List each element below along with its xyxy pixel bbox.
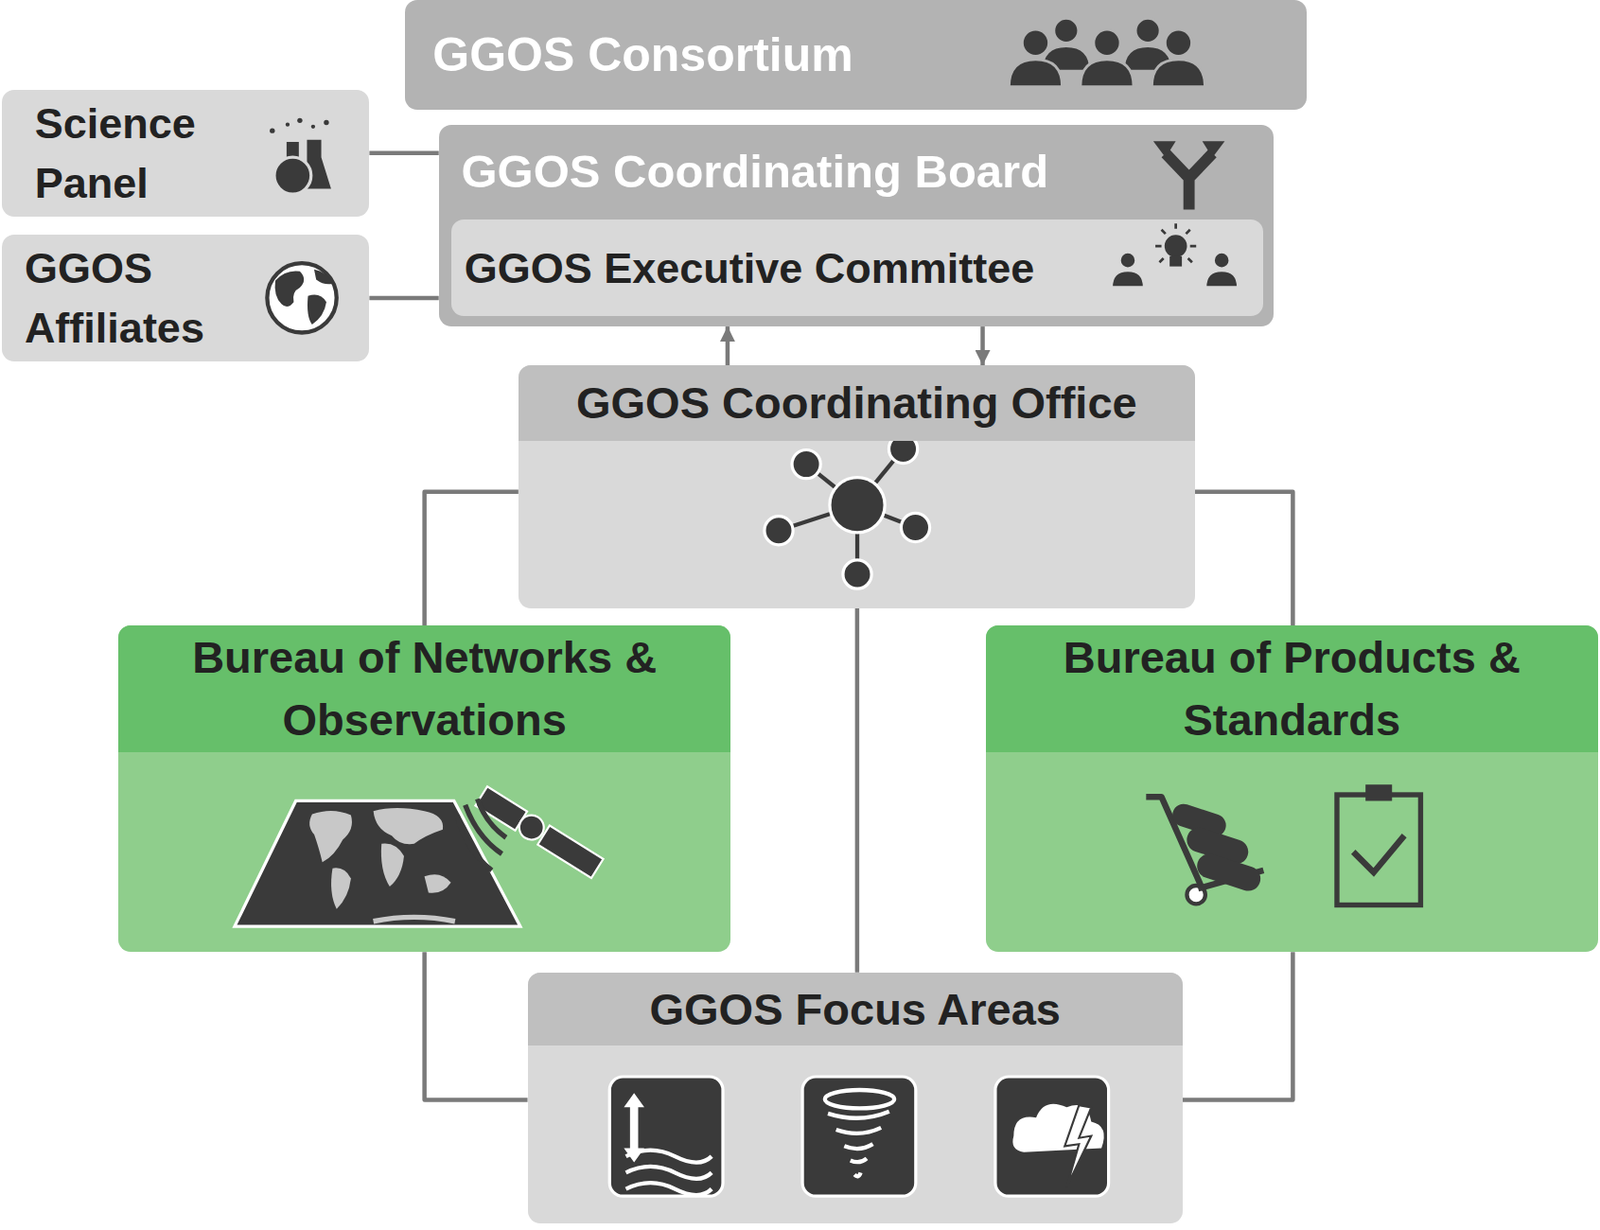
icon-shape (311, 124, 316, 129)
icon-shape (1169, 256, 1182, 267)
header-band: GGOS Focus Areas (527, 972, 1183, 1047)
icon-shape (457, 815, 493, 871)
connector (1195, 492, 1294, 626)
icon-shape (1365, 784, 1392, 801)
icon-shape (1165, 29, 1193, 56)
icon-shape (331, 867, 352, 909)
icon-shape (1152, 59, 1206, 88)
committee-box: GGOS Executive Committee (451, 219, 1264, 317)
icon-shape (274, 157, 312, 194)
box-label: GGOS Affiliates (24, 238, 247, 358)
icon-shape (1110, 270, 1144, 288)
focus-box: GGOS Focus Areas (527, 972, 1183, 1224)
bureau-box: Bureau of Networks & Observations (118, 625, 731, 952)
connector (424, 951, 528, 1100)
icon-shape (1205, 270, 1239, 288)
icon-shape (1080, 59, 1134, 88)
box-label: GGOS Executive Committee (464, 238, 1036, 299)
icon-shape (625, 1149, 712, 1195)
box-label: GGOS Consortium (432, 21, 853, 88)
section-heading: GGOS Coordinating Office (576, 371, 1138, 435)
icon-shape (275, 271, 305, 308)
connector (980, 326, 985, 366)
icon-shape (1194, 850, 1265, 895)
icon-shape (1336, 794, 1421, 905)
icon-shape (1054, 17, 1079, 43)
section-heading: Bureau of Networks & Observations (139, 626, 711, 752)
icon-shape (1353, 835, 1405, 873)
icon-shape (1213, 251, 1230, 268)
connector (424, 492, 519, 626)
icon-shape (1022, 29, 1050, 56)
icon-shape (1153, 140, 1177, 158)
box-label: GGOS Coordinating Board (460, 139, 1049, 205)
icon-shape (424, 874, 452, 894)
office-box: GGOS Coordinating Office (518, 365, 1196, 609)
header-band: GGOS Coordinating Office (518, 365, 1196, 441)
section-heading: GGOS Focus Areas (650, 978, 1061, 1041)
icon-shape (537, 826, 603, 880)
icon-shape (323, 120, 329, 125)
text-area: Science Panel (1, 89, 370, 217)
icon-shape (309, 810, 352, 862)
section-heading: Bureau of Products & Standards (1005, 626, 1578, 752)
icon-shape (267, 263, 337, 333)
icon-shape (824, 1090, 894, 1108)
connector (369, 151, 439, 157)
text-area: GGOS Affiliates (1, 234, 370, 362)
icon-shape (900, 512, 930, 542)
affiliates-box: GGOS Affiliates (1, 234, 370, 362)
icon-shape (314, 269, 333, 285)
consortium-banner: GGOS Consortium (404, 0, 1307, 110)
icon-shape (802, 1076, 916, 1196)
icon-shape (1165, 153, 1214, 210)
icon-shape (1163, 234, 1187, 258)
icon-shape (297, 118, 302, 124)
icon-shape (307, 295, 327, 325)
icon-shape (1093, 29, 1121, 56)
text-area: GGOS Consortium (404, 0, 1307, 110)
connector (725, 326, 731, 366)
icon-shape (609, 1076, 723, 1196)
icon-shape (827, 1110, 890, 1177)
icon-shape (234, 801, 521, 928)
connector (855, 608, 861, 973)
panel-box: Science Panel (1, 89, 370, 217)
icon-shape (623, 1092, 645, 1162)
text-area: GGOS Executive Committee (451, 219, 1264, 317)
bureau-box: Bureau of Products & Standards (985, 625, 1599, 952)
icon-shape (791, 450, 821, 479)
icon-shape (843, 560, 872, 589)
header-band: Bureau of Products & Standards (985, 625, 1599, 753)
header-band: Bureau of Networks & Observations (118, 625, 731, 753)
icon-shape (1155, 223, 1196, 263)
icon-shape (1135, 17, 1161, 43)
icon-shape (994, 1076, 1108, 1196)
icon-shape (373, 808, 444, 844)
icon-shape (764, 516, 793, 546)
connector (369, 296, 439, 301)
icon-shape (381, 843, 405, 888)
icon-shape (1009, 59, 1063, 88)
icon-shape (1064, 1105, 1091, 1187)
icon-shape (474, 785, 604, 880)
icon-shape (269, 127, 275, 133)
icon-shape (1119, 251, 1136, 268)
icon-shape (829, 477, 885, 533)
icon-shape (285, 122, 290, 126)
icon-shape (373, 917, 456, 922)
icon-shape (477, 798, 507, 838)
connector (1182, 951, 1293, 1100)
icon-shape (1201, 140, 1225, 158)
text-area: GGOS Coordinating Board (439, 124, 1274, 220)
board-box: GGOS Coordinating BoardGGOS Executive Co… (439, 124, 1274, 328)
box-label: Science Panel (35, 93, 247, 213)
